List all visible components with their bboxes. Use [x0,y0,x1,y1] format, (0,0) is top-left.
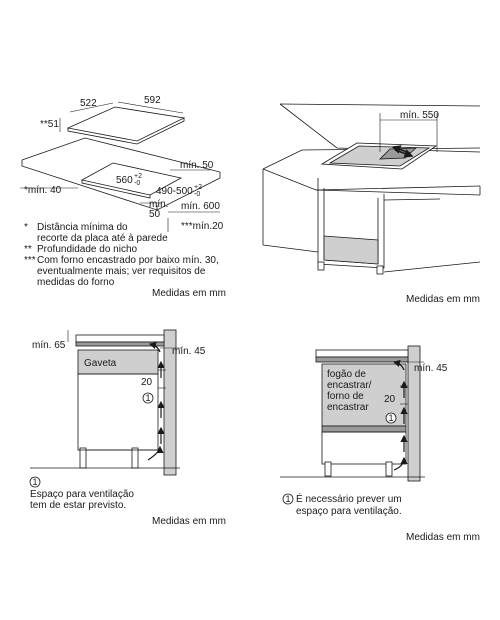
callout-circle [385,412,397,424]
counter-back-edge [279,103,481,107]
callout-circle [142,392,154,404]
oven-label-line: encastrar [327,402,369,413]
legend-circle [29,476,41,488]
dim-560-tol-plus: +2 [134,173,142,180]
cabinet-leg [79,447,87,469]
callout-number: 1 [146,393,151,403]
cooktop-top [66,106,186,142]
countertop-front-edge [21,160,221,211]
note-mark: * [24,222,28,233]
airflow-arrow [392,359,405,371]
cabinet-perspective-diagram: mín. 550 Medidas em mm [262,103,481,305]
dim-20-label: 20 [141,377,153,388]
cabinet-top-side [383,198,441,201]
legend-number: 1 [33,477,38,487]
note-text: recorte da placa até à parede [37,233,168,244]
dim-490-500-label: 490-500 [156,186,193,197]
cabinet-foot [317,261,325,271]
dim-20-label: 20 [384,394,396,405]
callout-number: 1 [389,413,394,423]
counter-thickness [315,189,481,196]
dim-490-tol-minus: -0 [194,191,200,198]
cabinet-leg [385,461,393,477]
units-label: Medidas em mm [406,294,480,305]
countertop [75,334,165,343]
cooktop-body [75,341,165,347]
countertop [315,349,409,358]
dim-560-label: 560 [116,175,133,186]
legend-line: espaço para ventilação. [296,506,402,517]
note-text: Com forno encastrado por baixo mín. 30, [37,255,219,266]
oven-label-line: encastrar/ [327,380,372,391]
cutout-inner-edge [81,180,151,199]
dim-522-label: 522 [80,98,97,109]
cutout-diagram: 522 592 **51 560 +2 -0 490-500 +2 -0 mín… [20,95,226,299]
note-text: Distância mínima do [37,222,128,233]
legend-number: 1 [286,494,291,504]
countertop-back-edge [21,137,221,178]
airflow-arrow [148,341,161,353]
dim-min-label: mín. [149,199,168,210]
dim-line-592 [117,101,184,114]
cabinet-foot [376,265,384,275]
cabinet-leg [324,461,332,477]
dim-min600-label: mín. 600 [181,201,220,212]
counter-top-left-edge [279,103,481,153]
cabinet-floor [323,235,379,265]
oven-label-line: fogão de [327,369,366,380]
airflow-arrow [147,445,164,461]
units-label: Medidas em mm [406,532,480,543]
legend-line: É necessário prever um [296,492,402,505]
note-text: eventualmente mais; ver requisitos de [37,266,206,277]
dim-592-label: 592 [144,95,161,106]
airflow-arrow [393,456,408,471]
dim-51-label: **51 [40,119,59,130]
arrow [391,145,411,154]
dim-line-522 [69,102,114,113]
cooktop-body [315,356,409,363]
wall-section [407,345,421,482]
cabinet-front [317,178,385,269]
legend-line: tem de estar previsto. [30,500,126,511]
counter-front-edge [262,168,481,191]
dim-min50-label: mín. 50 [180,160,214,171]
note-text: medidas do forno [37,277,115,288]
legend-line: Espaço para ventilação [30,489,134,500]
dim-min45-label: mín. 45 [172,346,206,357]
cabinet-leg [131,447,139,469]
oven-label-line: forno de [327,391,364,402]
dim-50-label: 50 [149,209,161,220]
note-mark: *** [24,255,36,266]
oven-bottom [321,425,407,433]
dim-min40-label: *mín. 40 [24,185,62,196]
floor-line [262,244,319,253]
dim-min550-label: mín. 550 [400,110,439,121]
cooktop-edge [67,118,185,145]
drawer [77,349,159,375]
dim-min45-label: mín. 45 [414,363,448,374]
drawer-label: Gaveta [84,358,117,369]
cutout-outline [80,162,183,196]
floor-line [383,261,481,273]
cabinet-body [321,431,407,465]
drawer-ventilation-diagram: Gaveta mín. 65 mín. 45 20 1 1 Espaço par… [29,329,226,527]
note-text: Profundidade do nicho [37,244,138,255]
dim-560-tol-minus: -0 [134,180,140,187]
note-mark: ** [24,244,32,255]
dim-490-tol-plus: +2 [194,184,202,191]
footnotes: * Distância mínima do recorte da placa a… [24,222,219,288]
legend-circle [282,493,294,505]
dim-min65-label: mín. 65 [32,340,66,351]
oven-ventilation-diagram: fogão de encastrar/ forno de encastrar m… [280,345,480,543]
units-label: Medidas em mm [152,516,226,527]
units-label: Medidas em mm [152,288,226,299]
dim-min20-label: ***mín.20 [181,221,224,232]
